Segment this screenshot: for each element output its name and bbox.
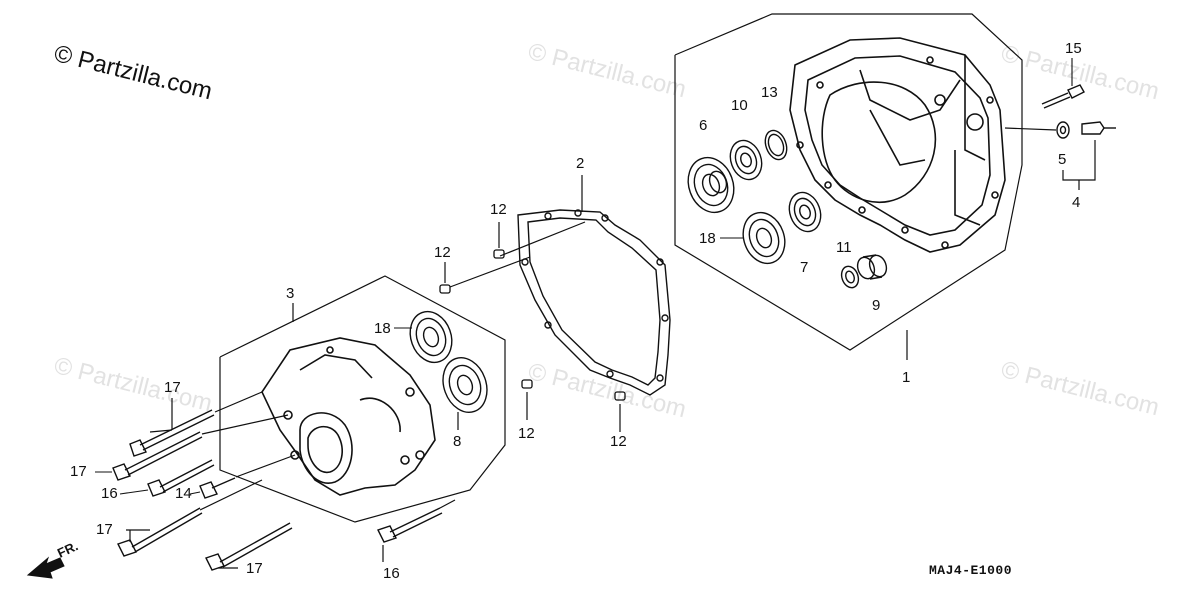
callout-17: 17: [70, 463, 87, 480]
callout-8: 8: [453, 433, 461, 450]
bearing-8: [442, 357, 488, 413]
callout-6: 6: [699, 117, 707, 134]
callout-17: 17: [246, 560, 263, 577]
callout-labels: 1 2 3 4 5 6 7 8 9 10 11 12 12 12 12 13 1…: [70, 40, 1082, 582]
bearing-6: [687, 156, 735, 214]
transmission-housing: [789, 37, 1006, 253]
callout-9: 9: [872, 297, 880, 314]
bolt-14: [199, 477, 236, 499]
callout-10: 10: [731, 97, 748, 114]
circlip-13: [764, 129, 788, 161]
callout-12: 12: [434, 244, 451, 261]
callout-2: 2: [576, 155, 584, 172]
bolt-17-lower: [117, 507, 203, 557]
callout-7: 7: [800, 259, 808, 276]
bearing-10: [729, 139, 763, 181]
callout-17: 17: [96, 521, 113, 538]
bearing-7: [788, 191, 822, 233]
bolt-16-right: [377, 507, 443, 543]
front-label: FR.: [55, 538, 80, 560]
callout-3: 3: [286, 285, 294, 302]
callout-16: 16: [383, 565, 400, 582]
cover-3: [261, 337, 436, 496]
callout-18: 18: [374, 320, 391, 337]
bearing-18-left: [409, 310, 453, 364]
group-box-3: [219, 275, 506, 523]
dowel-pin-12: [439, 249, 626, 401]
callout-14: 14: [175, 485, 192, 502]
bearing-18-right: [742, 211, 786, 265]
callout-12: 12: [518, 425, 535, 442]
callout-4: 4: [1072, 194, 1080, 211]
bolt-15: [1041, 84, 1085, 109]
front-direction-arrow: FR.: [26, 538, 80, 579]
callout-5: 5: [1058, 151, 1066, 168]
callout-16: 16: [101, 485, 118, 502]
diagram-code: MAJ4-E1000: [929, 563, 1013, 578]
switch-4: [1081, 121, 1116, 135]
callout-15: 15: [1065, 40, 1082, 57]
callout-11: 11: [836, 239, 852, 256]
callout-13: 13: [761, 84, 778, 101]
bolt-17-mid: [112, 431, 203, 481]
callout-17: 17: [164, 379, 181, 396]
group-box-1: [674, 13, 1023, 351]
callout-12: 12: [610, 433, 627, 450]
bolt-17-bottom: [205, 522, 293, 571]
gasket-2: [517, 209, 671, 396]
collar-9: [856, 254, 888, 280]
bolt-16-left: [147, 459, 215, 497]
callout-12: 12: [490, 201, 507, 218]
bolt-17-upper: [129, 409, 215, 457]
washer-5: [1056, 121, 1070, 139]
seal-11: [840, 265, 860, 289]
callout-1: 1: [902, 369, 910, 386]
callout-18: 18: [699, 230, 716, 247]
